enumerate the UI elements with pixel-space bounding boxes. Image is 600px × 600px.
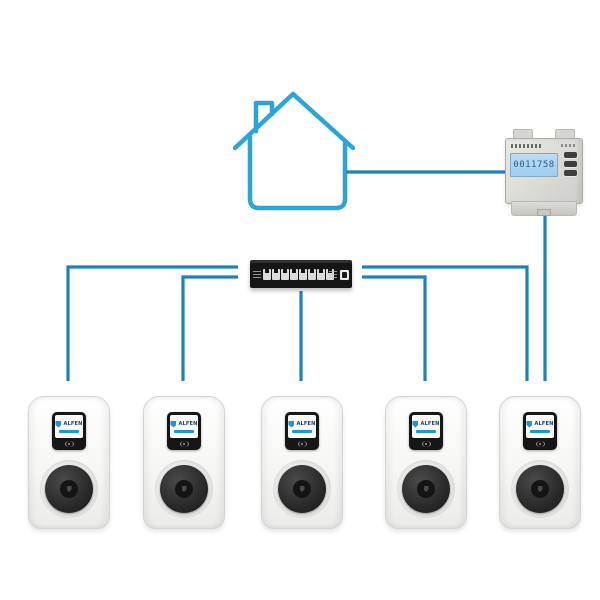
charger-socket-center <box>531 480 549 498</box>
house-body <box>247 134 348 211</box>
alfen-shield-icon <box>526 420 533 428</box>
charger-socket-center <box>175 480 193 498</box>
alfen-shield-icon <box>288 420 295 428</box>
charger-screen-statusbar <box>174 429 194 433</box>
charger-screen: ALFEN <box>412 415 440 438</box>
energy-meter: 0011758 <box>505 129 583 216</box>
switch-label-left <box>253 271 261 278</box>
meter-foot <box>511 201 577 216</box>
rfid-reader <box>167 439 201 448</box>
alfen-shield-icon <box>55 420 62 428</box>
charger-display-bezel: ALFEN <box>52 412 86 450</box>
charger-screen-brand: ALFEN <box>420 421 440 427</box>
charger-socket <box>402 465 450 513</box>
meter-din-clip <box>537 209 551 216</box>
ev-charger: ALFEN <box>28 396 110 529</box>
rj45-port <box>272 269 280 280</box>
socket-shield-icon <box>299 486 305 492</box>
charger-screen-brand: ALFEN <box>296 421 316 427</box>
rfid-icon <box>421 440 431 447</box>
meter-button <box>564 161 577 167</box>
switch-ports <box>263 269 334 280</box>
rfid-icon <box>64 440 74 447</box>
meter-body: 0011758 <box>505 138 583 204</box>
rfid-reader <box>52 439 86 448</box>
charger-socket-recess <box>511 460 569 518</box>
rj45-port <box>263 269 271 280</box>
cable-switch-to-charger-4 <box>362 275 427 381</box>
charger-display-bezel: ALFEN <box>167 412 201 450</box>
rfid-reader <box>409 439 443 448</box>
meter-model-text <box>561 144 577 147</box>
ethernet-switch <box>250 260 352 288</box>
rfid-reader <box>523 439 557 448</box>
charger-display-bezel: ALFEN <box>523 412 557 450</box>
ev-charger: ALFEN <box>143 396 225 529</box>
charger-socket-recess <box>397 460 455 518</box>
house-roof <box>232 91 356 151</box>
charger-screen: ALFEN <box>170 415 198 438</box>
charger-screen-statusbar <box>530 429 550 433</box>
meter-buttons <box>564 152 577 176</box>
charger-display-bezel: ALFEN <box>409 412 443 450</box>
rfid-icon <box>297 440 307 447</box>
charger-screen: ALFEN <box>288 415 316 438</box>
charger-socket-center <box>293 480 311 498</box>
ev-charger: ALFEN <box>385 396 467 529</box>
switch-label-right <box>329 271 337 278</box>
rj45-port <box>290 269 298 280</box>
cable-switch-to-charger-1 <box>66 265 238 381</box>
cable-switch-to-charger-5 <box>362 265 529 381</box>
charger-screen-brand: ALFEN <box>178 421 198 427</box>
charger-socket-recess <box>273 460 331 518</box>
meter-button <box>564 152 577 158</box>
rj45-port <box>308 269 316 280</box>
charger-display-bezel: ALFEN <box>285 412 319 450</box>
socket-shield-icon <box>537 486 543 492</box>
charger-screen-statusbar <box>59 429 79 433</box>
rj45-port <box>281 269 289 280</box>
meter-brand-text <box>511 144 541 148</box>
ev-charger: ALFEN <box>261 396 343 529</box>
switch-logo-badge <box>340 270 349 280</box>
house-icon <box>232 91 356 211</box>
charger-socket-recess <box>40 460 98 518</box>
house-chimney <box>253 100 275 134</box>
network-cables <box>66 170 547 381</box>
cable-switch-to-charger-2 <box>181 275 238 381</box>
charger-screen-statusbar <box>416 429 436 433</box>
charger-screen-brand: ALFEN <box>63 421 83 427</box>
charger-screen-statusbar <box>292 429 312 433</box>
charger-socket <box>278 465 326 513</box>
charger-socket <box>516 465 564 513</box>
alfen-shield-icon <box>170 420 177 428</box>
charger-screen: ALFEN <box>526 415 554 438</box>
meter-lcd-display: 0011758 <box>510 153 558 177</box>
rfid-icon <box>179 440 189 447</box>
socket-shield-icon <box>66 486 72 492</box>
rj45-port <box>317 269 325 280</box>
charger-socket <box>45 465 93 513</box>
rfid-reader <box>285 439 319 448</box>
charger-socket-recess <box>155 460 213 518</box>
ev-charger: ALFEN <box>499 396 581 529</box>
rfid-icon <box>535 440 545 447</box>
socket-shield-icon <box>423 486 429 492</box>
charger-socket <box>160 465 208 513</box>
charger-socket-center <box>60 480 78 498</box>
rj45-port <box>299 269 307 280</box>
charger-screen: ALFEN <box>55 415 83 438</box>
charger-screen-brand: ALFEN <box>534 421 554 427</box>
meter-button <box>564 170 577 176</box>
socket-shield-icon <box>181 486 187 492</box>
alfen-shield-icon <box>412 420 419 428</box>
charger-socket-center <box>417 480 435 498</box>
